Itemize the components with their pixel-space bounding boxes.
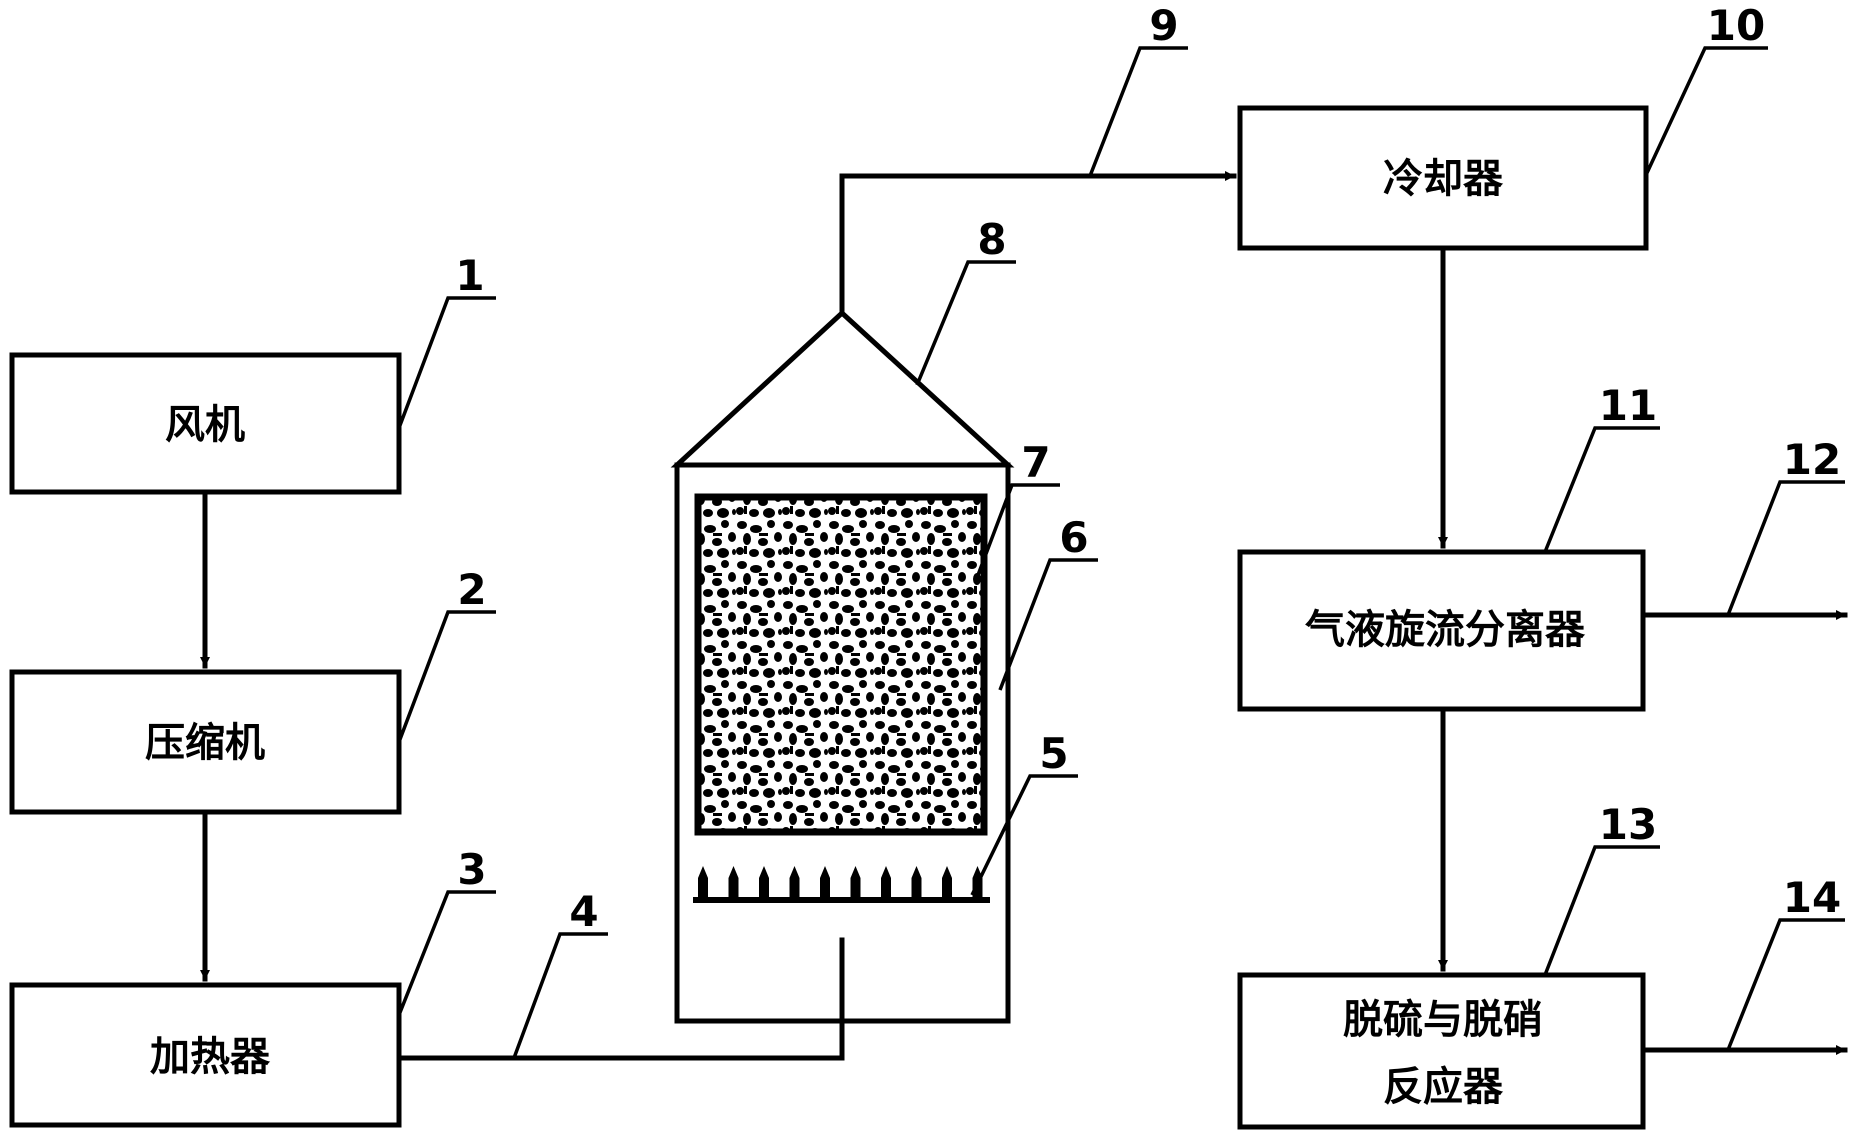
gas-distributor: [693, 866, 990, 903]
heater-label: 加热器: [150, 1034, 271, 1080]
compressor-label: 压缩机: [145, 720, 265, 766]
leader-14: [1726, 918, 1845, 1051]
packed-bed: [694, 493, 988, 836]
heater-box: [9, 982, 402, 1128]
callout-4: 4: [569, 887, 598, 936]
callout-6: 6: [1059, 513, 1088, 562]
separator-label: 气液旋流分离器: [1305, 607, 1586, 653]
column-vessel: [674, 462, 1011, 1024]
leader-3: [397, 890, 496, 1016]
leader-6: [998, 558, 1098, 691]
leader-7: [973, 483, 1060, 584]
callout-3: 3: [457, 845, 486, 894]
fan-label: 风机: [165, 402, 245, 448]
leader-10: [1644, 46, 1768, 176]
callout-5: 5: [1039, 729, 1068, 778]
callout-8: 8: [977, 215, 1006, 264]
callout-7: 7: [1021, 438, 1050, 487]
distributor-nozzle: [881, 866, 891, 897]
distributor-nozzle: [789, 866, 800, 897]
pipe-9: [839, 171, 1237, 316]
callout-14: 14: [1783, 873, 1841, 922]
distributor-nozzle: [698, 866, 708, 897]
distributor-nozzle: [820, 866, 830, 897]
reactor-label-line2: 反应器: [1383, 1064, 1504, 1110]
callout-1: 1: [455, 251, 484, 300]
leader-2: [397, 610, 496, 743]
pipe-4: [396, 937, 845, 1061]
distributor-nozzle: [728, 866, 739, 897]
leader-4: [512, 932, 608, 1059]
leader-8: [915, 260, 1016, 386]
callout-13: 13: [1599, 800, 1657, 849]
cooler-label: 冷却器: [1383, 156, 1504, 202]
distributor-nozzle: [759, 866, 769, 897]
callout-2: 2: [457, 565, 486, 614]
leader-5: [970, 774, 1078, 896]
leader-13: [1543, 845, 1660, 976]
column-hood: [670, 309, 1015, 468]
callout-11: 11: [1599, 381, 1657, 430]
reactor-label-line1: 脱硫与脱硝: [1343, 997, 1543, 1043]
distributor-nozzle: [850, 866, 861, 897]
callout-9: 9: [1149, 1, 1178, 50]
leader-9: [1088, 46, 1188, 177]
callout-10: 10: [1707, 1, 1765, 50]
leader-11: [1543, 426, 1660, 553]
callout-12: 12: [1783, 435, 1841, 484]
distributor-nozzle: [942, 866, 952, 897]
leader-12: [1726, 480, 1845, 616]
leader-1: [397, 296, 496, 429]
distributor-nozzle: [911, 866, 922, 897]
